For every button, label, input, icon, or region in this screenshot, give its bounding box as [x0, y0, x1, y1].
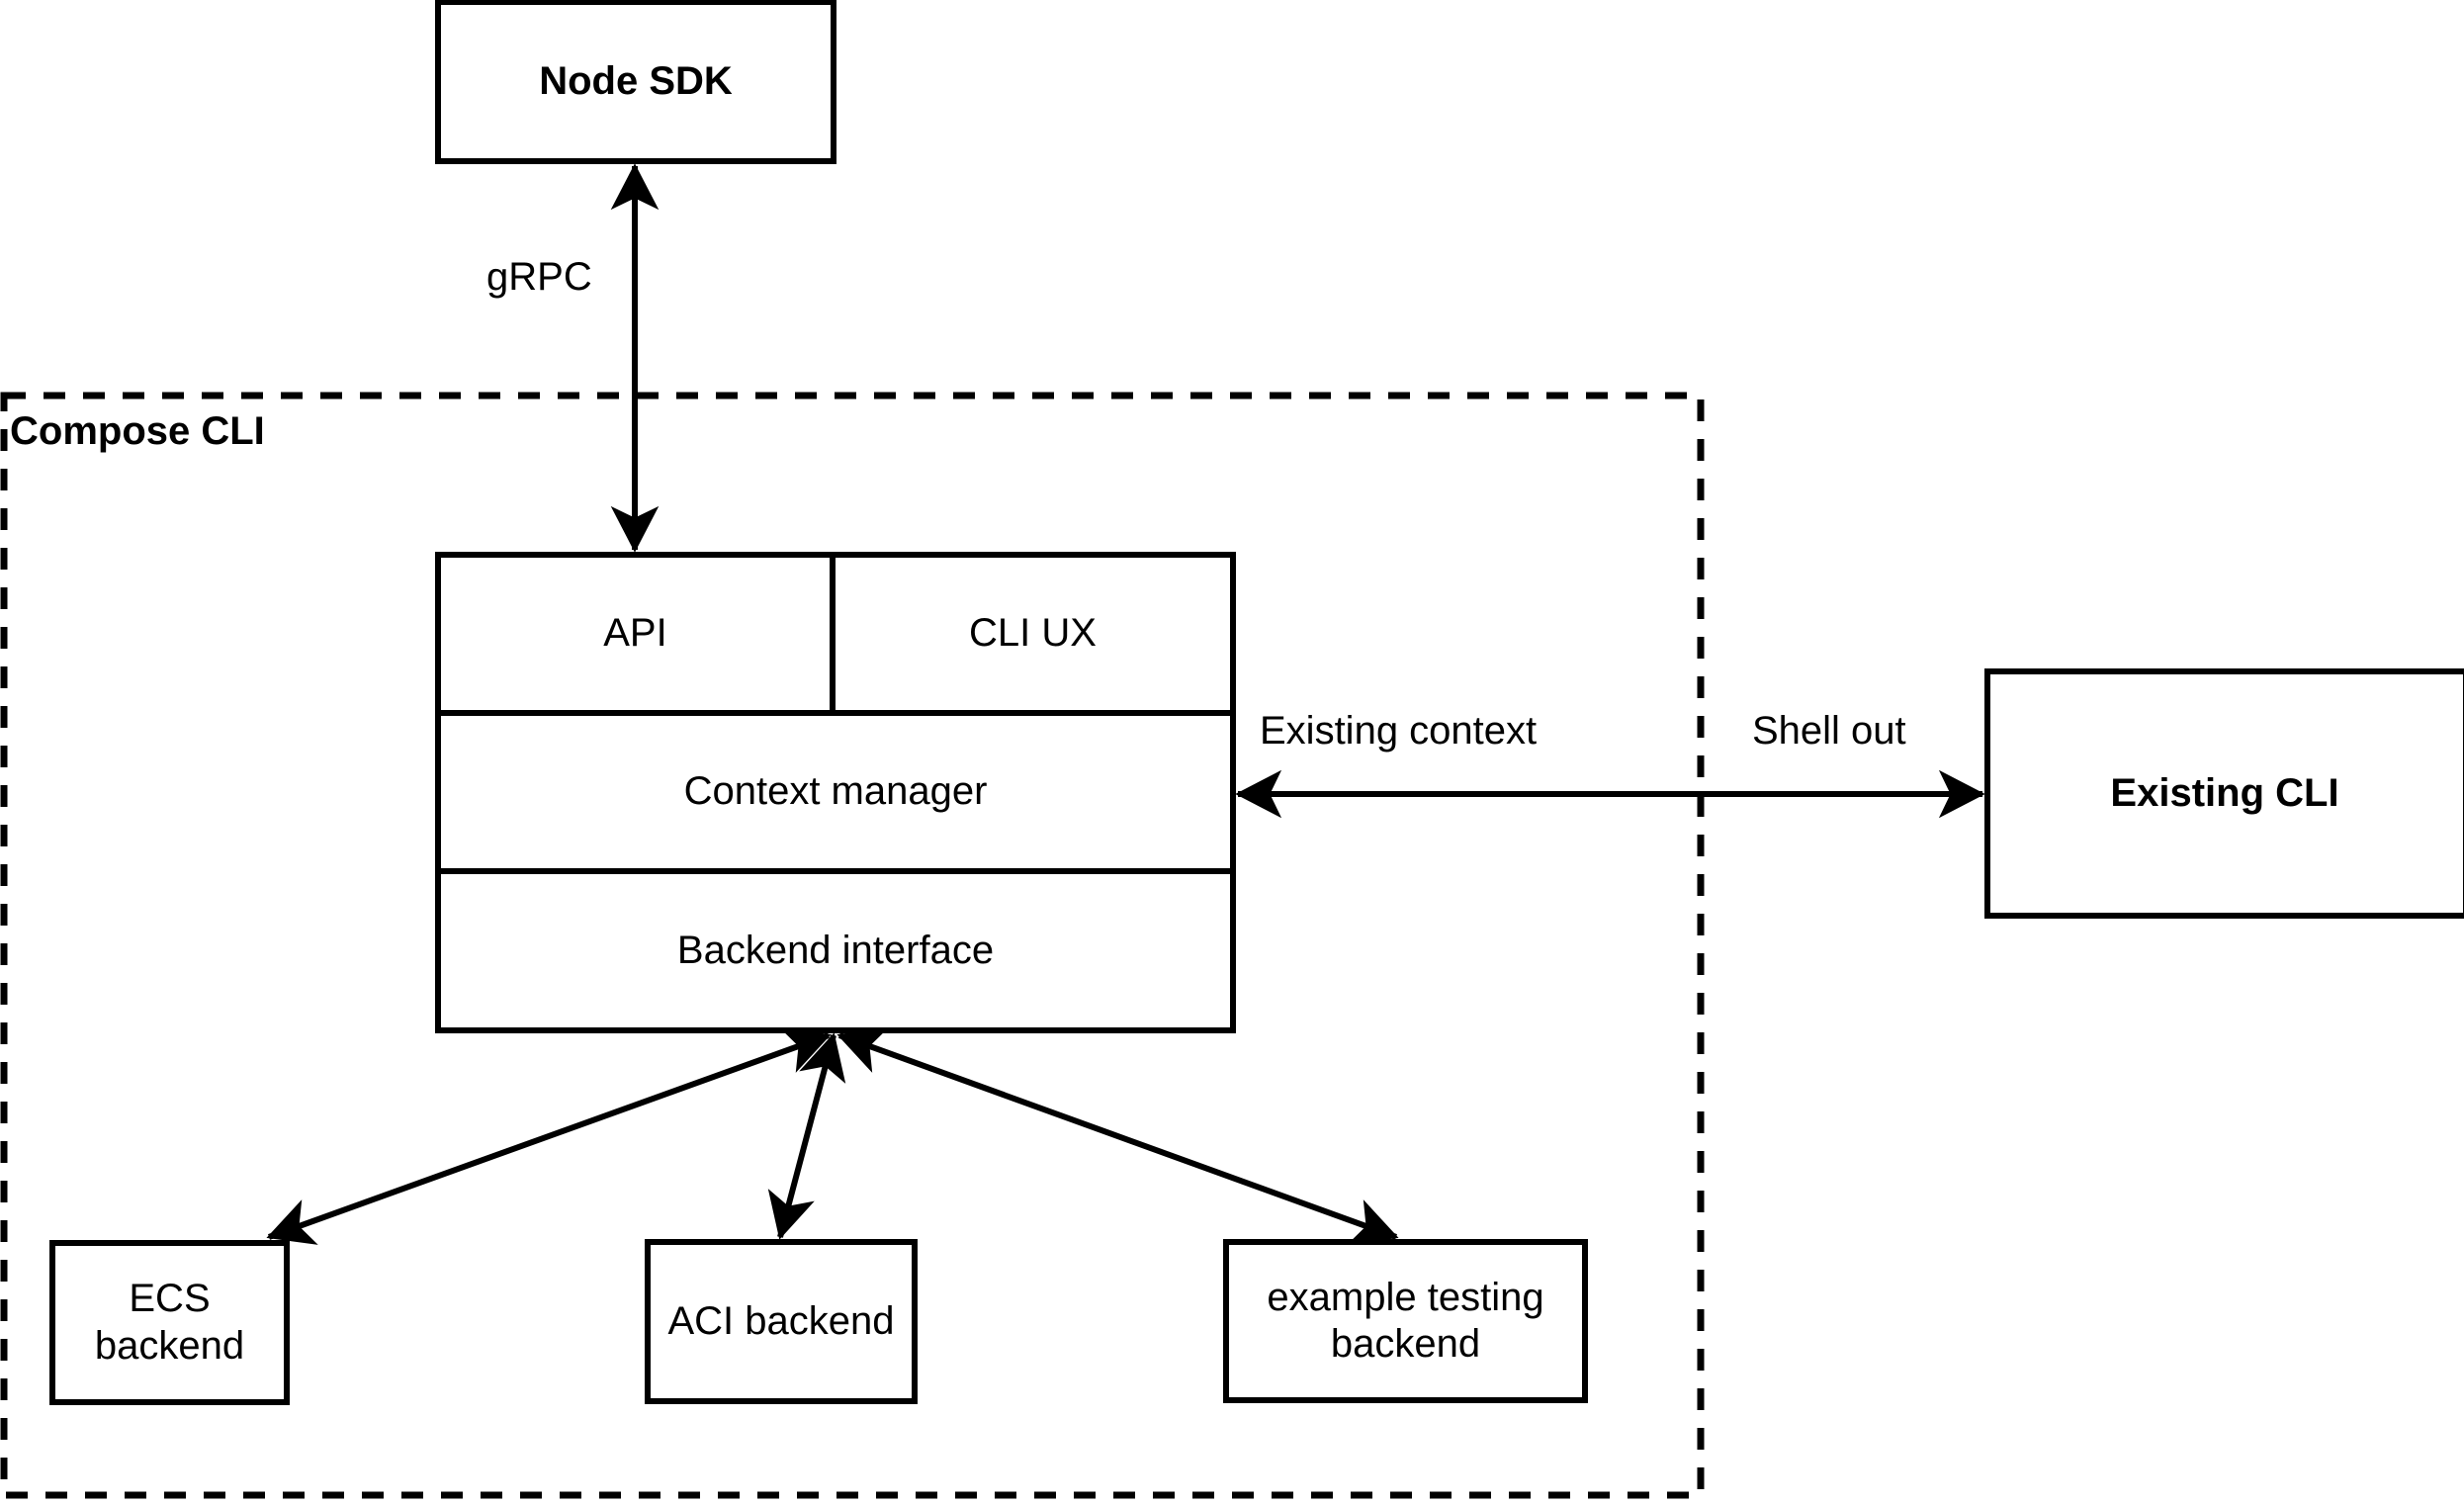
aci-backend-box[interactable] — [645, 1239, 918, 1404]
existing-cli-box[interactable] — [1984, 668, 2464, 919]
compose-cli-boundary — [0, 392, 1705, 1499]
ecs-backend-box[interactable] — [49, 1240, 290, 1405]
compose-cli-group-label: Compose CLI — [10, 409, 265, 453]
node-sdk-box[interactable] — [435, 0, 836, 164]
grpc-edge-label: gRPC — [486, 255, 592, 299]
edge-ecs-line — [266, 1027, 832, 1245]
edge-example-testing-line — [836, 1027, 1399, 1245]
shell-out-edge-label: Shell out — [1752, 709, 1906, 753]
edge-aci-line — [767, 1032, 846, 1240]
example-testing-backend-box[interactable] — [1223, 1239, 1588, 1403]
existing-context-edge-label: Existing context — [1260, 709, 1538, 753]
